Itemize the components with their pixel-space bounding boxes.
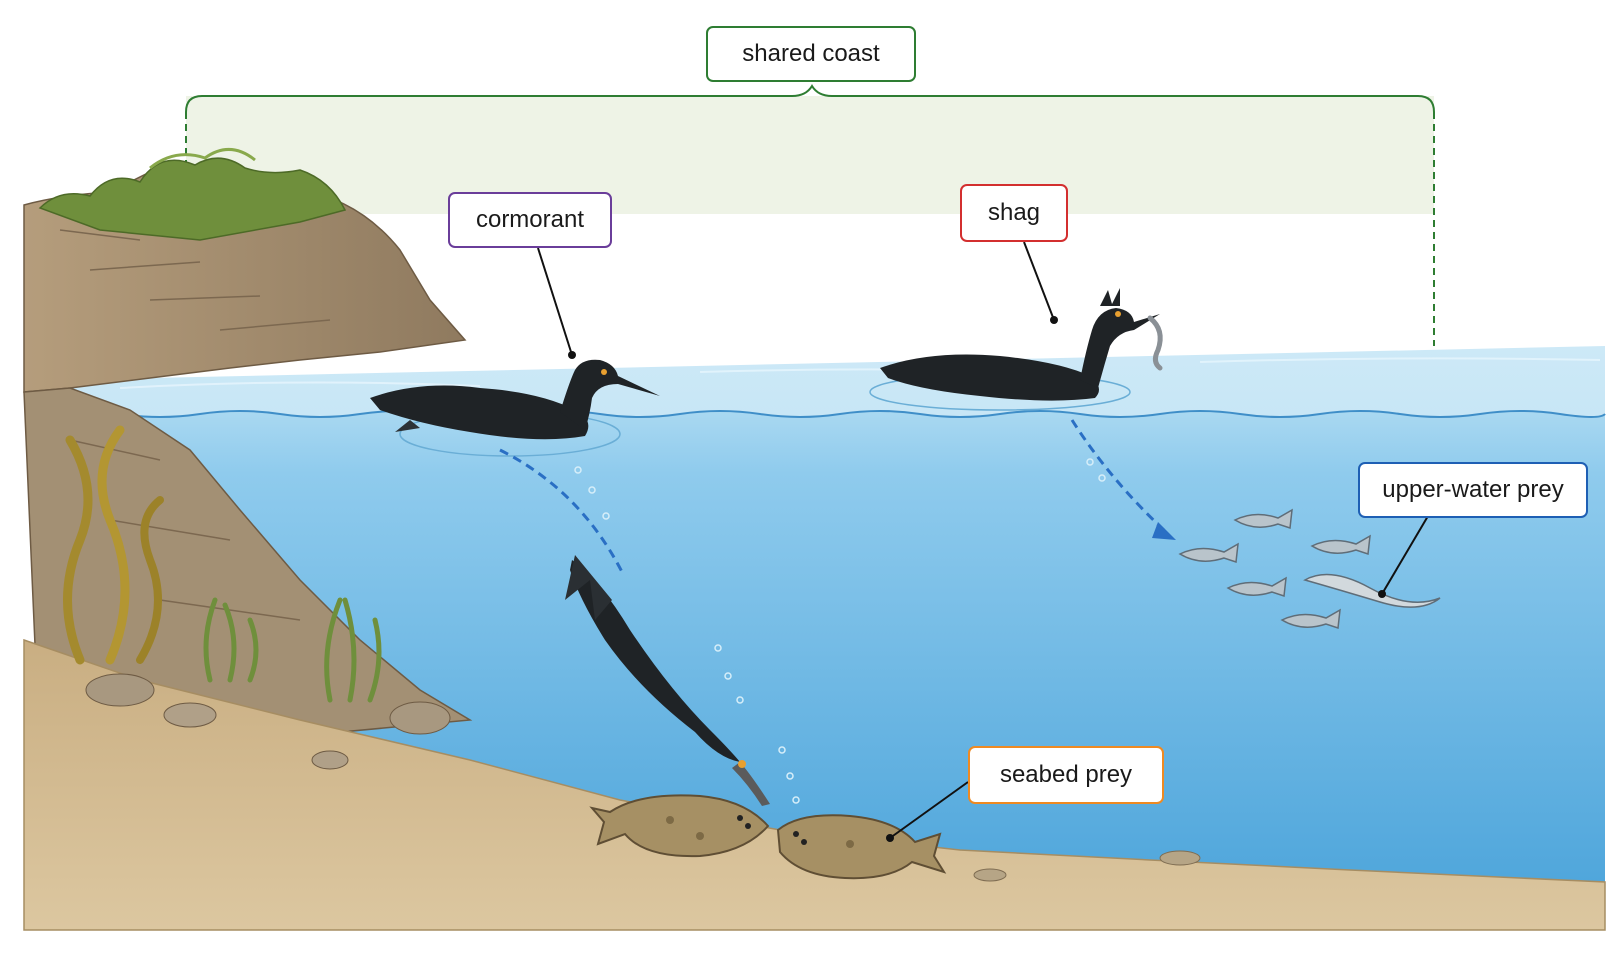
fish-school <box>1178 508 1441 630</box>
leader-dots <box>568 316 1386 842</box>
rocky-cliff <box>23 148 473 761</box>
shared-coast-region <box>185 84 1435 346</box>
dive-paths <box>499 419 1170 573</box>
bubbles <box>574 458 1106 804</box>
seabed-prey-label: seabed prey <box>968 746 1164 804</box>
seaweed <box>63 425 382 703</box>
seabed <box>23 638 1606 931</box>
flatfish-right <box>776 814 947 880</box>
leader-lines <box>537 241 1429 839</box>
cormorant-diving <box>565 555 770 806</box>
upper-water-prey-label: upper-water prey <box>1358 462 1588 518</box>
shared-coast-label: shared coast <box>706 26 916 82</box>
flatfish-left <box>589 794 770 858</box>
dive-arrow-head <box>1152 522 1176 540</box>
cormorant-surface <box>370 359 660 457</box>
shag-label: shag <box>960 184 1068 242</box>
shag-bird <box>869 288 1163 411</box>
cormorant-label: cormorant <box>448 192 612 248</box>
